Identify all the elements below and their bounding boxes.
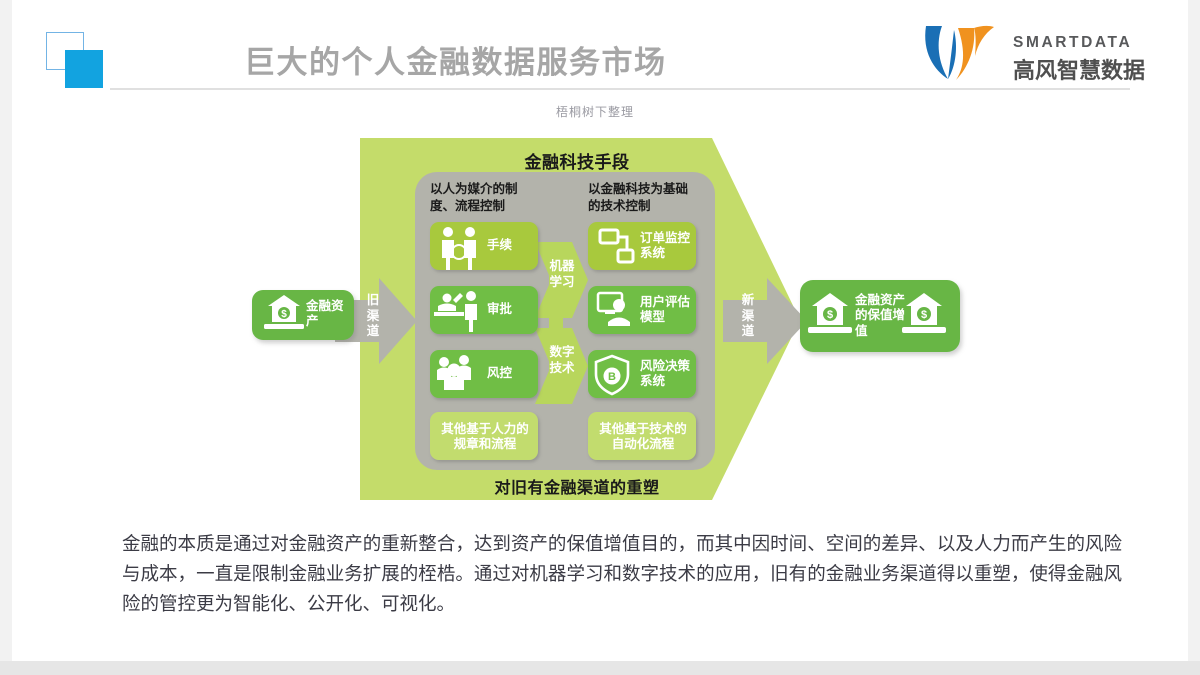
left-column-caption: 以人为媒介的制度、流程控制 (430, 181, 518, 213)
new-channel-label: 新渠道 (741, 292, 755, 339)
chip-right-1-label: 订单监控系统 (640, 230, 691, 260)
old-channel-arrow (335, 278, 417, 364)
watermark-text: 梧桐树下整理 (556, 105, 635, 119)
chip-right-3-label: 风险决策系统 (640, 358, 691, 388)
new-channel-arrow (723, 278, 807, 364)
center-arrow-connector (549, 270, 563, 380)
chip-left-3[interactable] (430, 350, 538, 398)
chip-left-3-label: 风控 (487, 365, 513, 380)
input-node-label: 金融资产 (306, 298, 344, 329)
page-edge-right (1188, 0, 1200, 675)
svg-text:B: B (608, 371, 616, 383)
diagram-footer-title: 对旧有金融渠道的重塑 (494, 478, 660, 497)
title-divider (110, 88, 1130, 90)
page-title: 巨大的个人金融数据服务市场 (244, 45, 667, 81)
network-node-icon (598, 228, 635, 264)
chip-right-2-label: 用户评估模型 (640, 294, 691, 324)
output-node-label: 金融资产的保值增值 (855, 292, 906, 338)
two-people-icon (442, 227, 476, 270)
brand-name-cn: 高风智慧数据 (1013, 59, 1146, 84)
brand-logo: SMARTDATA 高风智慧数据 (918, 22, 1158, 84)
chip-right-3[interactable]: B (588, 350, 696, 398)
old-channel-label: 旧渠道 (366, 292, 380, 339)
square-solid-icon (65, 50, 103, 88)
bank-dollar-icon-left: $ (808, 293, 852, 333)
center-arrow-2-label: 数字技术 (549, 344, 575, 376)
diagram-header-title: 金融科技手段 (524, 153, 630, 173)
chip-right-2[interactable] (588, 286, 696, 334)
footer-strip (0, 661, 1200, 675)
chip-left-1-label: 手续 (487, 237, 513, 252)
people-group-icon (437, 355, 471, 390)
chip-left-4[interactable] (430, 412, 538, 460)
chip-right-4[interactable] (588, 412, 696, 460)
desk-approval-icon (434, 291, 477, 332)
chip-left-1[interactable] (430, 222, 538, 270)
bank-dollar-icon-right: $ (902, 293, 946, 333)
output-node-box[interactable]: $ $ (800, 280, 960, 352)
svg-text:$: $ (827, 309, 833, 321)
svg-text:$: $ (921, 309, 927, 321)
chip-right-4-label: 其他基于技术的自动化流程 (599, 421, 687, 451)
shield-bitcoin-icon: B (594, 354, 630, 396)
svg-text:$: $ (281, 309, 287, 320)
center-arrow-1-label: 机器学习 (549, 258, 575, 290)
bank-dollar-icon: $ (264, 295, 304, 329)
chip-left-2[interactable] (430, 286, 538, 334)
process-diagram: B $ (0, 100, 1200, 520)
smartdata-mark-icon (925, 25, 994, 80)
decorative-squares-logo (46, 32, 104, 88)
user-monitor-icon (596, 291, 630, 326)
page-edge-left (0, 0, 12, 675)
right-column-caption: 以金融科技为基础的技术控制 (588, 181, 689, 213)
input-node-box[interactable]: $ (252, 290, 354, 340)
brand-name-en: SMARTDATA (1013, 34, 1133, 51)
chip-right-1[interactable] (588, 222, 696, 270)
chip-left-4-label: 其他基于人力的规章和流程 (441, 421, 529, 451)
body-paragraph: 金融的本质是通过对金融资产的重新整合，达到资产的保值增值目的，而其中因时间、空间… (122, 534, 1122, 615)
chip-left-2-label: 审批 (487, 301, 513, 316)
